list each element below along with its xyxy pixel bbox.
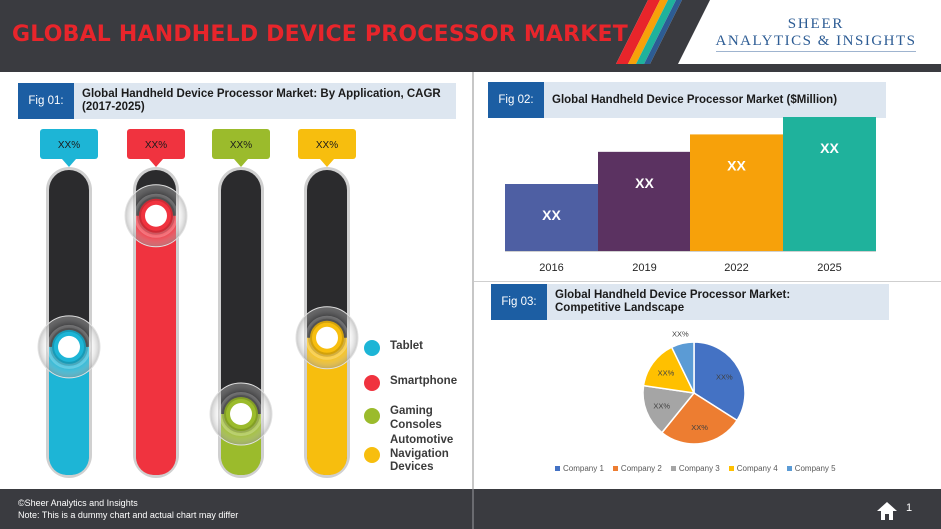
legend-swatch: [364, 340, 380, 356]
cagr-badge: [40, 129, 98, 159]
fig02-tag: Fig 02:: [488, 82, 544, 118]
pie-legend-label: Company 2: [620, 464, 662, 473]
cagr-badge-pointer: [234, 159, 248, 167]
pie-slice: [660, 392, 739, 445]
cagr-badge: [212, 129, 270, 159]
logo-line-1: SHEER: [787, 16, 845, 32]
logo-divider: [716, 51, 916, 52]
cagr-badge: [298, 129, 356, 159]
legend-item-gaming-consoles: Gaming Consoles: [364, 405, 450, 432]
x-tick-label: 2016: [539, 262, 563, 274]
fig02-heading: Fig 02: Global Handheld Device Processor…: [488, 82, 886, 118]
level-marker-center: [58, 335, 80, 358]
pie-legend-item: Company 5: [786, 464, 836, 473]
panel-divider-vertical: [472, 72, 474, 489]
cagr-badge-pointer: [149, 159, 163, 167]
legend-label: Automotive Navigation Devices: [390, 434, 454, 473]
bar: [598, 151, 691, 251]
pie-value-label: XX%: [716, 372, 733, 381]
pie-slice: [670, 341, 695, 394]
cagr-badge-pointer: [62, 159, 76, 167]
competitive-landscape-chart: XX% XX% XX% XX% XX%: [642, 330, 746, 445]
copyright-text: ©Sheer Analytics and Insights: [18, 498, 138, 508]
application-cagr-chart: XX% XX% XX% XX%: [37, 129, 359, 478]
legend-item-automotive-navigation: Automotive Navigation Devices: [364, 434, 456, 475]
level-marker-center: [145, 204, 167, 227]
cagr-badge: [127, 129, 185, 159]
logo-line-2: ANALYTICS & INSIGHTS: [715, 33, 917, 49]
home-icon[interactable]: [876, 501, 898, 521]
cagr-label: XX%: [145, 140, 167, 151]
market-size-chart: XX 2016 XX 2019 XX 2022 XX 2025: [505, 117, 876, 274]
x-tick-label: 2022: [724, 262, 748, 274]
level-marker-ring: [222, 395, 260, 433]
pie-legend-label: Company 1: [563, 464, 604, 473]
bar-value-label: XX: [542, 207, 561, 223]
bar: [690, 134, 783, 251]
x-tick-label: 2025: [817, 262, 841, 274]
bar: [783, 117, 876, 251]
cagr-label: XX%: [316, 140, 338, 151]
x-tick-label: 2019: [632, 262, 656, 274]
pie-legend-item: Company 2: [612, 464, 662, 473]
level-marker-ring: [137, 196, 175, 235]
legend-item-smartphone: Smartphone: [364, 375, 457, 391]
legend-label: Tablet: [390, 340, 424, 352]
level-marker-ring: [50, 327, 88, 366]
page-title: GLOBAL HANDHELD DEVICE PROCESSOR MARKET: [12, 22, 628, 47]
fig01-tag: Fig 01:: [18, 83, 74, 119]
level-marker-center: [230, 403, 252, 425]
fig03-title: Global Handheld Device Processor Market:…: [555, 289, 791, 314]
bar-value-label: XX: [635, 175, 654, 191]
legend-swatch: [786, 466, 792, 471]
thermometer-fill: [49, 346, 89, 475]
cagr-badge-pointer: [320, 159, 334, 167]
thermometer-fill: [136, 215, 176, 475]
fig02-title: Global Handheld Device Processor Market …: [552, 93, 838, 106]
legend-swatch: [364, 375, 380, 391]
pie-value-label: XX%: [653, 402, 670, 411]
legend-label: Smartphone: [390, 375, 458, 387]
legend-swatch: [728, 466, 734, 471]
legend-swatch: [670, 466, 676, 471]
legend-label: Gaming Consoles: [390, 405, 442, 431]
cagr-label: XX%: [58, 140, 80, 151]
pie-legend-item: Company 4: [728, 464, 778, 473]
level-marker-ring: [308, 318, 346, 357]
pie-slice: [642, 346, 696, 394]
fig01-title: Global Handheld Device Processor Market:…: [82, 88, 441, 113]
pie-legend-label: Company 3: [678, 464, 720, 473]
cagr-label: XX%: [230, 140, 252, 151]
header: GLOBAL HANDHELD DEVICE PROCESSOR MARKET …: [0, 0, 941, 72]
fig03-tag: Fig 03:: [491, 284, 547, 320]
legend-swatch: [364, 447, 380, 463]
legend-item-tablet: Tablet: [364, 340, 423, 356]
pie-legend-label: Company 4: [736, 464, 778, 473]
pie-legend-label: Company 5: [794, 464, 836, 473]
footer: [0, 489, 941, 529]
header-background: [0, 0, 941, 72]
bar-value-label: XX: [820, 140, 839, 156]
pie-slice: [642, 384, 696, 434]
disclaimer-note: Note: This is a dummy chart and actual c…: [18, 510, 239, 520]
thermometer-fill: [307, 337, 347, 475]
legend-swatch: [364, 408, 380, 424]
fig03-heading: Fig 03: Global Handheld Device Processor…: [491, 284, 889, 320]
legend-swatch: [555, 466, 560, 471]
pie-legend: Company 1 Company 2 Company 3 Company 4 …: [555, 464, 836, 473]
panel-divider-horizontal: [474, 281, 941, 282]
bar: [505, 184, 598, 251]
pie-legend-item: Company 1: [555, 464, 604, 473]
page-number: 1: [906, 502, 913, 514]
pie-value-label: XX%: [672, 330, 689, 339]
legend-swatch: [612, 466, 618, 471]
level-marker-center: [316, 326, 338, 349]
pie-value-label: XX%: [658, 369, 675, 378]
footer-divider: [472, 489, 474, 529]
bar-value-label: XX: [727, 157, 746, 173]
pie-value-label: XX%: [691, 423, 708, 432]
fig01-heading: Fig 01: Global Handheld Device Processor…: [18, 83, 456, 119]
pie-legend-item: Company 3: [670, 464, 720, 473]
